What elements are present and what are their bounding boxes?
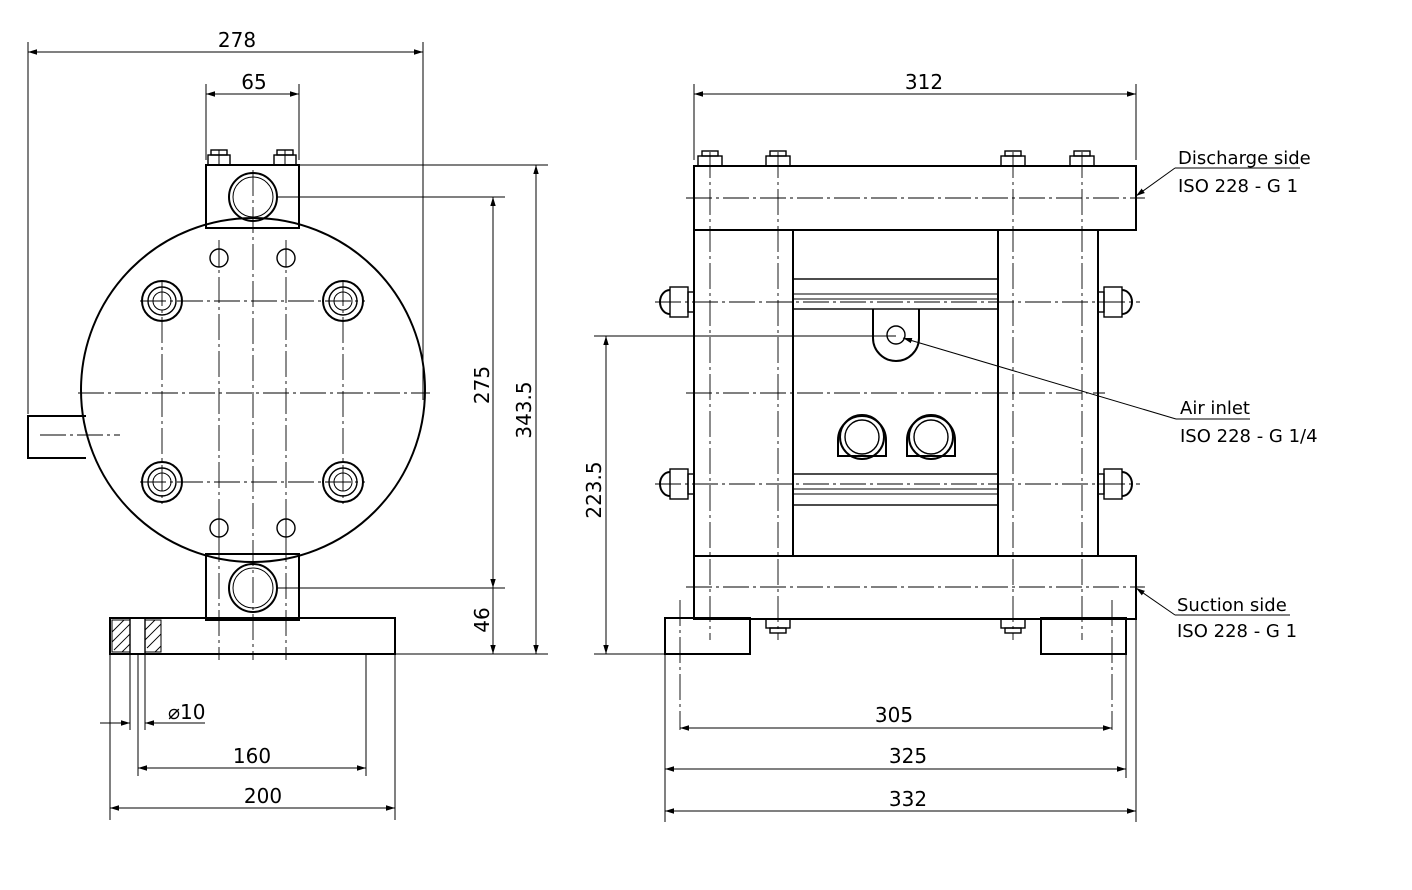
dim-275: 275 xyxy=(470,366,494,404)
air-inlet-spec: ISO 228 - G 1/4 xyxy=(1180,426,1318,447)
right-foot xyxy=(1040,617,1127,655)
bottom-manifold xyxy=(205,553,300,621)
left-center-lines xyxy=(40,170,430,660)
front-view xyxy=(655,150,1145,730)
dim-200: 200 xyxy=(244,784,282,808)
callout-labels: Discharge side ISO 228 - G 1 Air inlet I… xyxy=(1177,148,1318,642)
dim-343-5: 343.5 xyxy=(512,381,536,438)
suction-side-label: Suction side xyxy=(1177,595,1287,616)
dim-phi-10: ⌀10 xyxy=(168,700,206,724)
discharge-side-label: Discharge side xyxy=(1178,148,1311,169)
dimension-lines xyxy=(27,42,1137,822)
shaft-stub xyxy=(27,415,86,459)
base-plate xyxy=(109,617,396,655)
dim-332: 332 xyxy=(889,787,927,811)
dim-312: 312 xyxy=(905,70,943,94)
right-center-lines xyxy=(655,152,1145,730)
dim-65: 65 xyxy=(241,70,266,94)
air-inlet-label: Air inlet xyxy=(1180,398,1250,419)
suction-side-spec: ISO 228 - G 1 xyxy=(1177,621,1297,642)
bottom-plate xyxy=(693,555,1137,620)
dim-325: 325 xyxy=(889,744,927,768)
exhaust-ports xyxy=(837,414,956,460)
bottom-nuts xyxy=(765,618,1026,634)
top-nuts xyxy=(697,150,1095,167)
air-inlet-boss xyxy=(872,309,920,362)
left-foot xyxy=(664,617,751,655)
discharge-side-spec: ISO 228 - G 1 xyxy=(1178,176,1298,197)
dim-46: 46 xyxy=(470,607,494,632)
air-inlet-hole xyxy=(886,325,906,345)
dim-305: 305 xyxy=(875,703,913,727)
callout-leaders xyxy=(902,167,1300,616)
dimension-labels: 278 65 275 343.5 46 ⌀10 160 200 312 223.… xyxy=(168,28,943,811)
side-view xyxy=(27,149,430,660)
base-hatch xyxy=(111,618,162,654)
dim-160: 160 xyxy=(233,744,271,768)
dim-223-5: 223.5 xyxy=(582,461,606,518)
dim-278: 278 xyxy=(218,28,256,52)
top-bolts xyxy=(207,149,297,166)
